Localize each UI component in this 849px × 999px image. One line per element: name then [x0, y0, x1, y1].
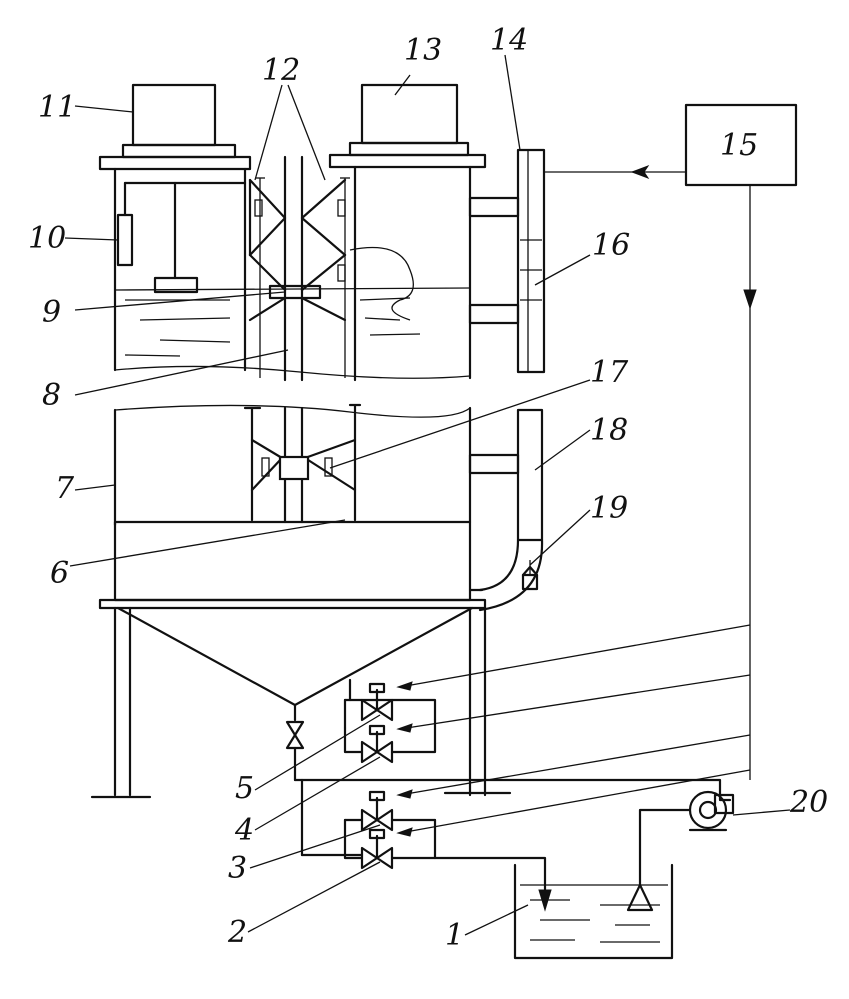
cone-mixers-12 — [248, 178, 347, 322]
label-20: 20 — [789, 785, 828, 820]
label-5: 5 — [235, 771, 254, 806]
label-8: 8 — [42, 378, 61, 413]
leader-12 — [254, 84, 326, 181]
label-6: 6 — [50, 556, 69, 591]
label-7: 7 — [55, 471, 75, 506]
column-14 — [468, 148, 546, 374]
label-9: 9 — [42, 295, 61, 330]
controller-15 — [544, 103, 798, 780]
label-3: 3 — [228, 851, 247, 886]
pump-20 — [626, 790, 735, 912]
stirrer-10 — [116, 181, 247, 294]
label-17: 17 — [590, 355, 629, 390]
number-labels: 11 12 13 14 15 10 16 9 17 8 18 7 19 6 5 … — [28, 23, 828, 953]
label-11: 11 — [38, 90, 76, 125]
label-18: 18 — [590, 413, 628, 448]
label-19: 19 — [590, 491, 628, 526]
label-16: 16 — [592, 228, 630, 263]
label-1: 1 — [445, 918, 464, 953]
label-2: 2 — [227, 915, 247, 950]
label-10: 10 — [28, 221, 66, 256]
label-14: 14 — [490, 23, 528, 58]
valve-piping — [293, 624, 751, 912]
base-6 — [90, 520, 512, 799]
upper-tank — [113, 165, 472, 382]
motor-11 — [98, 83, 252, 171]
label-13: 13 — [404, 33, 442, 68]
tank-1 — [513, 863, 674, 960]
leader-lines — [64, 54, 791, 936]
motor-13 — [328, 83, 487, 169]
label-12: 12 — [262, 53, 300, 88]
label-15: 15 — [720, 128, 758, 163]
column-18 — [468, 408, 544, 612]
label-4: 4 — [234, 813, 254, 848]
shaft-8 — [255, 155, 350, 382]
lower-tank-7 — [113, 403, 472, 527]
